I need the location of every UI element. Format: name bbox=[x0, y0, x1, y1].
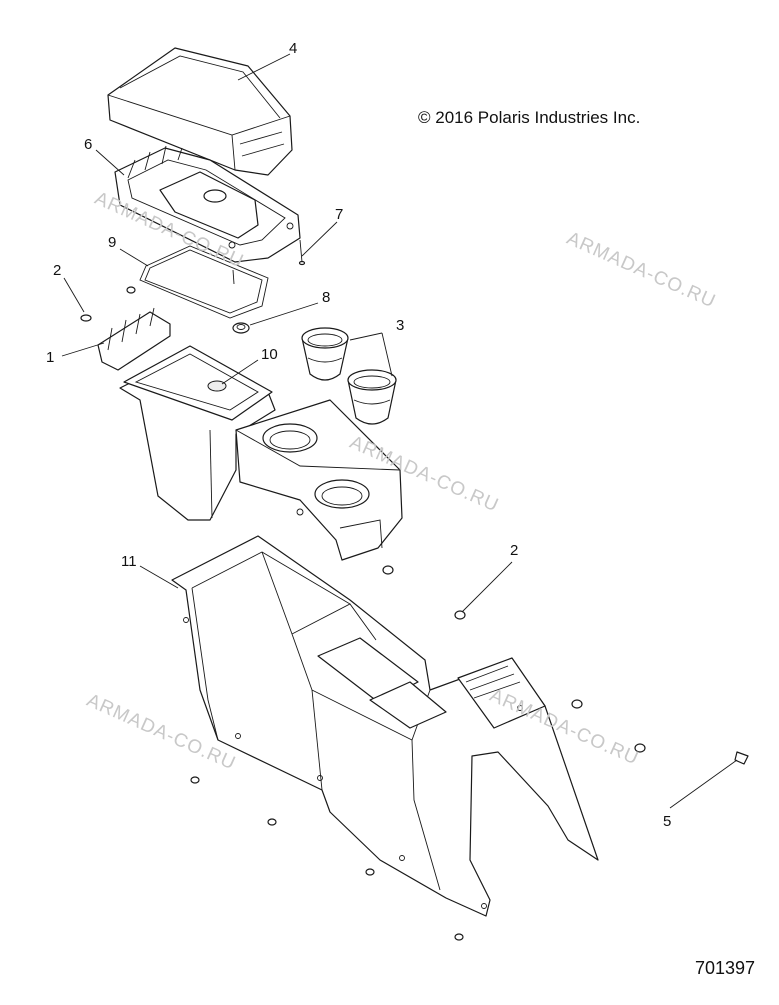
grommet-8 bbox=[232, 322, 250, 334]
callout-10: 10 bbox=[261, 346, 278, 363]
callout-1: 1 bbox=[46, 349, 55, 366]
leader-lines bbox=[61, 53, 738, 809]
callout-5: 5 bbox=[663, 813, 672, 830]
pin-7 bbox=[298, 239, 306, 266]
push-rivet-upper bbox=[80, 286, 136, 322]
push-rivets-lower bbox=[190, 565, 646, 941]
callout-2-lower: 2 bbox=[510, 542, 519, 559]
armrest-lid bbox=[107, 47, 293, 176]
cup-holder-left bbox=[301, 327, 349, 381]
callout-2-upper: 2 bbox=[53, 262, 62, 279]
lid-base-tray bbox=[114, 145, 301, 263]
cup-holder-right bbox=[347, 369, 397, 425]
console-base bbox=[171, 535, 599, 917]
screw-5 bbox=[734, 751, 749, 765]
figure-number: 701397 bbox=[695, 958, 756, 978]
callout-11: 11 bbox=[121, 553, 137, 570]
copyright-notice: © 2016 Polaris Industries Inc. bbox=[418, 108, 641, 127]
callout-7: 7 bbox=[335, 206, 344, 223]
storage-bin-tray bbox=[97, 307, 403, 561]
callout-4: 4 bbox=[289, 40, 298, 57]
gasket-9 bbox=[139, 245, 269, 319]
callout-6: 6 bbox=[84, 136, 93, 153]
callout-3: 3 bbox=[396, 317, 405, 334]
callout-8: 8 bbox=[322, 289, 331, 306]
callout-9: 9 bbox=[108, 234, 117, 251]
